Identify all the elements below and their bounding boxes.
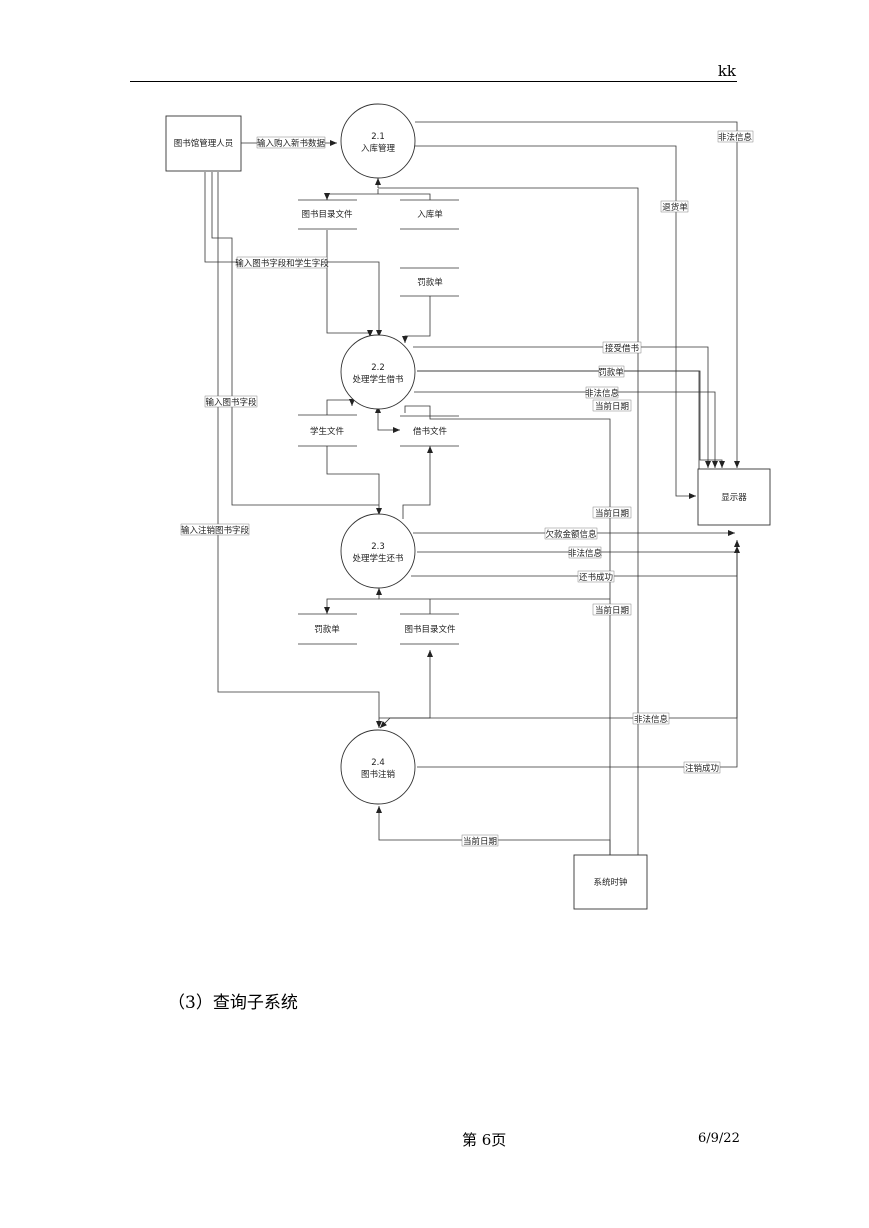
flow-book-student-fields <box>204 172 382 337</box>
flow-return-slip <box>415 145 696 499</box>
store-fine-1: 罚款单 <box>400 267 459 297</box>
svg-text:学生文件: 学生文件 <box>310 426 345 437</box>
flow-illegal-24 <box>379 552 738 729</box>
flow-labels: 输入购入新书数据 非法信息 退货单 输入图书字段和学生字段 接受借书 罚款单 非… <box>180 130 754 847</box>
svg-text:2.4: 2.4 <box>371 758 385 768</box>
label-date-23a: 当前日期 <box>595 508 629 519</box>
svg-text:系统时钟: 系统时钟 <box>593 877 627 888</box>
svg-text:2.1: 2.1 <box>371 132 385 142</box>
label-book-field: 输入图书字段 <box>205 397 257 408</box>
label-debt-info: 欠款金额信息 <box>545 529 597 540</box>
process-2-2: 2.2 处理学生借书 <box>340 334 416 410</box>
process-2-4: 2.4 图书注销 <box>340 729 416 805</box>
header-rule <box>130 81 737 82</box>
label-date-24: 当前日期 <box>463 836 497 847</box>
section-title: （3）查询子系统 <box>168 993 298 1013</box>
label-return-ok: 还书成功 <box>579 572 613 583</box>
label-date-23b: 当前日期 <box>595 605 629 616</box>
entity-display: 显示器 <box>697 468 771 526</box>
label-date-22: 当前日期 <box>595 401 629 412</box>
label-cancel-field: 输入注销图书字段 <box>181 525 250 536</box>
svg-text:罚款单: 罚款单 <box>417 277 443 288</box>
store-borrow: 借书文件 <box>400 415 459 447</box>
svg-text:图书馆管理人员: 图书馆管理人员 <box>174 138 234 149</box>
label-return-slip: 退货单 <box>662 202 688 213</box>
label-fine-slip: 罚款单 <box>598 367 624 378</box>
flow-book-field <box>211 172 379 506</box>
page-date: 6/9/22 <box>698 1131 740 1146</box>
label-book-student-fields: 输入图书字段和学生字段 <box>235 258 329 269</box>
svg-text:图书目录文件: 图书目录文件 <box>301 209 353 220</box>
svg-text:处理学生还书: 处理学生还书 <box>352 553 404 564</box>
label-new-book: 输入购入新书数据 <box>257 138 326 149</box>
store-fine-2: 罚款单 <box>298 613 357 645</box>
process-2-1: 2.1 入库管理 <box>340 103 416 179</box>
page-header-text: kk <box>717 62 736 80</box>
flow-date-24 <box>376 806 611 855</box>
svg-text:2.2: 2.2 <box>371 363 385 373</box>
label-illegal-23: 非法信息 <box>568 548 603 559</box>
label-illegal-21: 非法信息 <box>718 132 753 143</box>
svg-text:入库管理: 入库管理 <box>361 143 396 154</box>
process-2-3: 2.3 处理学生还书 <box>340 513 416 589</box>
entity-system-clock: 系统时钟 <box>573 854 648 910</box>
flow-illegal-21 <box>415 121 740 468</box>
svg-text:罚款单: 罚款单 <box>314 624 340 635</box>
svg-text:借书文件: 借书文件 <box>413 426 448 437</box>
store-student: 学生文件 <box>298 414 357 447</box>
svg-text:图书注销: 图书注销 <box>361 769 396 780</box>
store-catalog-2: 图书目录文件 <box>400 613 459 645</box>
flow-cancel-ok <box>417 552 738 768</box>
svg-text:图书目录文件: 图书目录文件 <box>404 624 456 635</box>
entity-librarian: 图书馆管理人员 <box>165 115 242 172</box>
svg-text:显示器: 显示器 <box>721 493 747 503</box>
page-number: 第 6页 <box>462 1131 507 1149</box>
svg-text:2.3: 2.3 <box>371 542 385 552</box>
svg-text:处理学生借书: 处理学生借书 <box>352 374 404 385</box>
store-stock-in: 入库单 <box>400 199 459 230</box>
flow-cancel-field <box>217 172 382 728</box>
label-illegal-22: 非法信息 <box>585 388 620 399</box>
store-catalog-1: 图书目录文件 <box>298 199 357 230</box>
svg-text:入库单: 入库单 <box>417 209 443 220</box>
label-cancel-ok: 注销成功 <box>685 763 719 774</box>
label-accept-borrow: 接受借书 <box>605 343 640 354</box>
label-illegal-24: 非法信息 <box>634 714 669 725</box>
flow-accept-borrow <box>413 346 711 468</box>
flow-lines <box>204 121 740 855</box>
flow-illegal-22 <box>414 391 718 468</box>
